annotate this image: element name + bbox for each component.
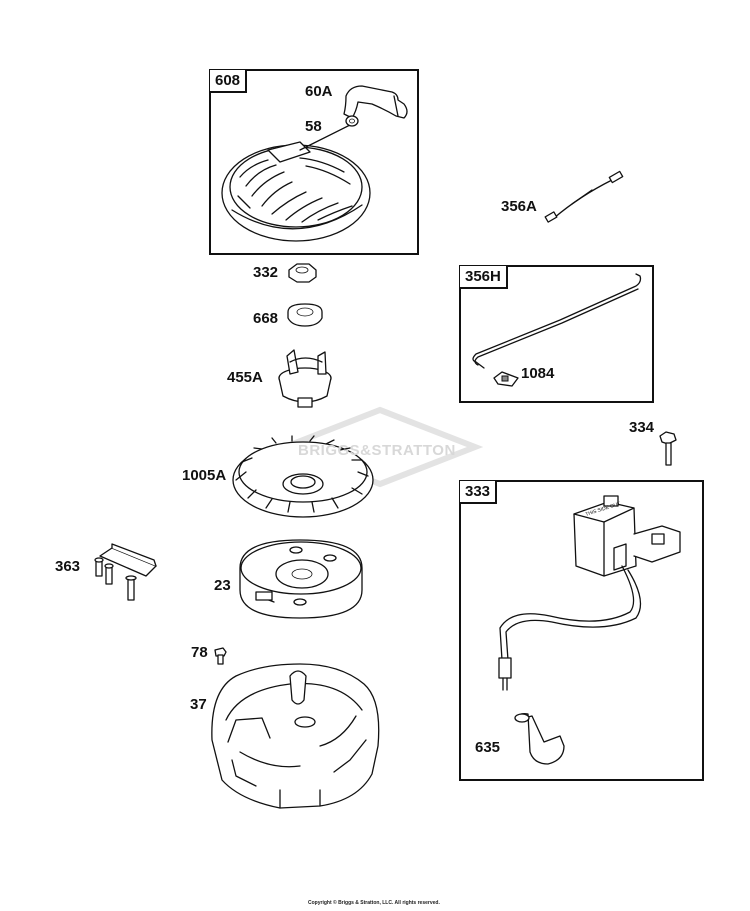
box-label-333: 333 bbox=[460, 481, 498, 504]
blower-housing-37-drawing bbox=[211, 663, 380, 809]
bolt-334-drawing bbox=[659, 431, 677, 466]
box-356h-frame bbox=[459, 265, 654, 403]
ignition-armature-333-drawing: THIS SIDE OUT bbox=[498, 495, 681, 765]
copyright-footer: Copyright © Briggs & Stratton, LLC. All … bbox=[308, 900, 440, 906]
screw-78-drawing bbox=[214, 647, 227, 665]
part-label-356a: 356A bbox=[501, 198, 537, 215]
part-label-334: 334 bbox=[629, 419, 655, 436]
part-label-78: 78 bbox=[191, 644, 208, 661]
fan-ring-23-drawing bbox=[239, 539, 363, 619]
part-label-37: 37 bbox=[190, 696, 207, 713]
washer-668-drawing bbox=[287, 303, 323, 327]
box-label-356h: 356H bbox=[460, 266, 508, 289]
box-label-608: 608 bbox=[210, 70, 248, 93]
wire-356a-drawing bbox=[544, 170, 624, 223]
box-333-frame bbox=[459, 480, 704, 781]
part-label-635: 635 bbox=[475, 739, 501, 756]
recoil-starter-drawing bbox=[221, 85, 408, 242]
bracket-363-drawing bbox=[94, 543, 157, 601]
stop-wire-1084-drawing bbox=[472, 273, 642, 387]
part-label-332: 332 bbox=[253, 264, 279, 281]
box-608-frame bbox=[209, 69, 419, 255]
part-label-60a: 60A bbox=[305, 83, 333, 100]
part-label-1005a: 1005A bbox=[182, 467, 227, 484]
nut-332-drawing bbox=[288, 263, 317, 283]
flywheel-1005a-drawing bbox=[232, 435, 374, 518]
part-label-58: 58 bbox=[305, 118, 322, 135]
part-label-455a: 455A bbox=[227, 369, 263, 386]
starter-cup-455a-drawing bbox=[278, 349, 332, 408]
part-label-668: 668 bbox=[253, 310, 279, 327]
part-label-1084: 1084 bbox=[521, 365, 555, 382]
part-label-23: 23 bbox=[214, 577, 231, 594]
watermark-text: BRIGGS&STRATTON bbox=[298, 442, 456, 459]
part-label-363: 363 bbox=[55, 558, 81, 575]
